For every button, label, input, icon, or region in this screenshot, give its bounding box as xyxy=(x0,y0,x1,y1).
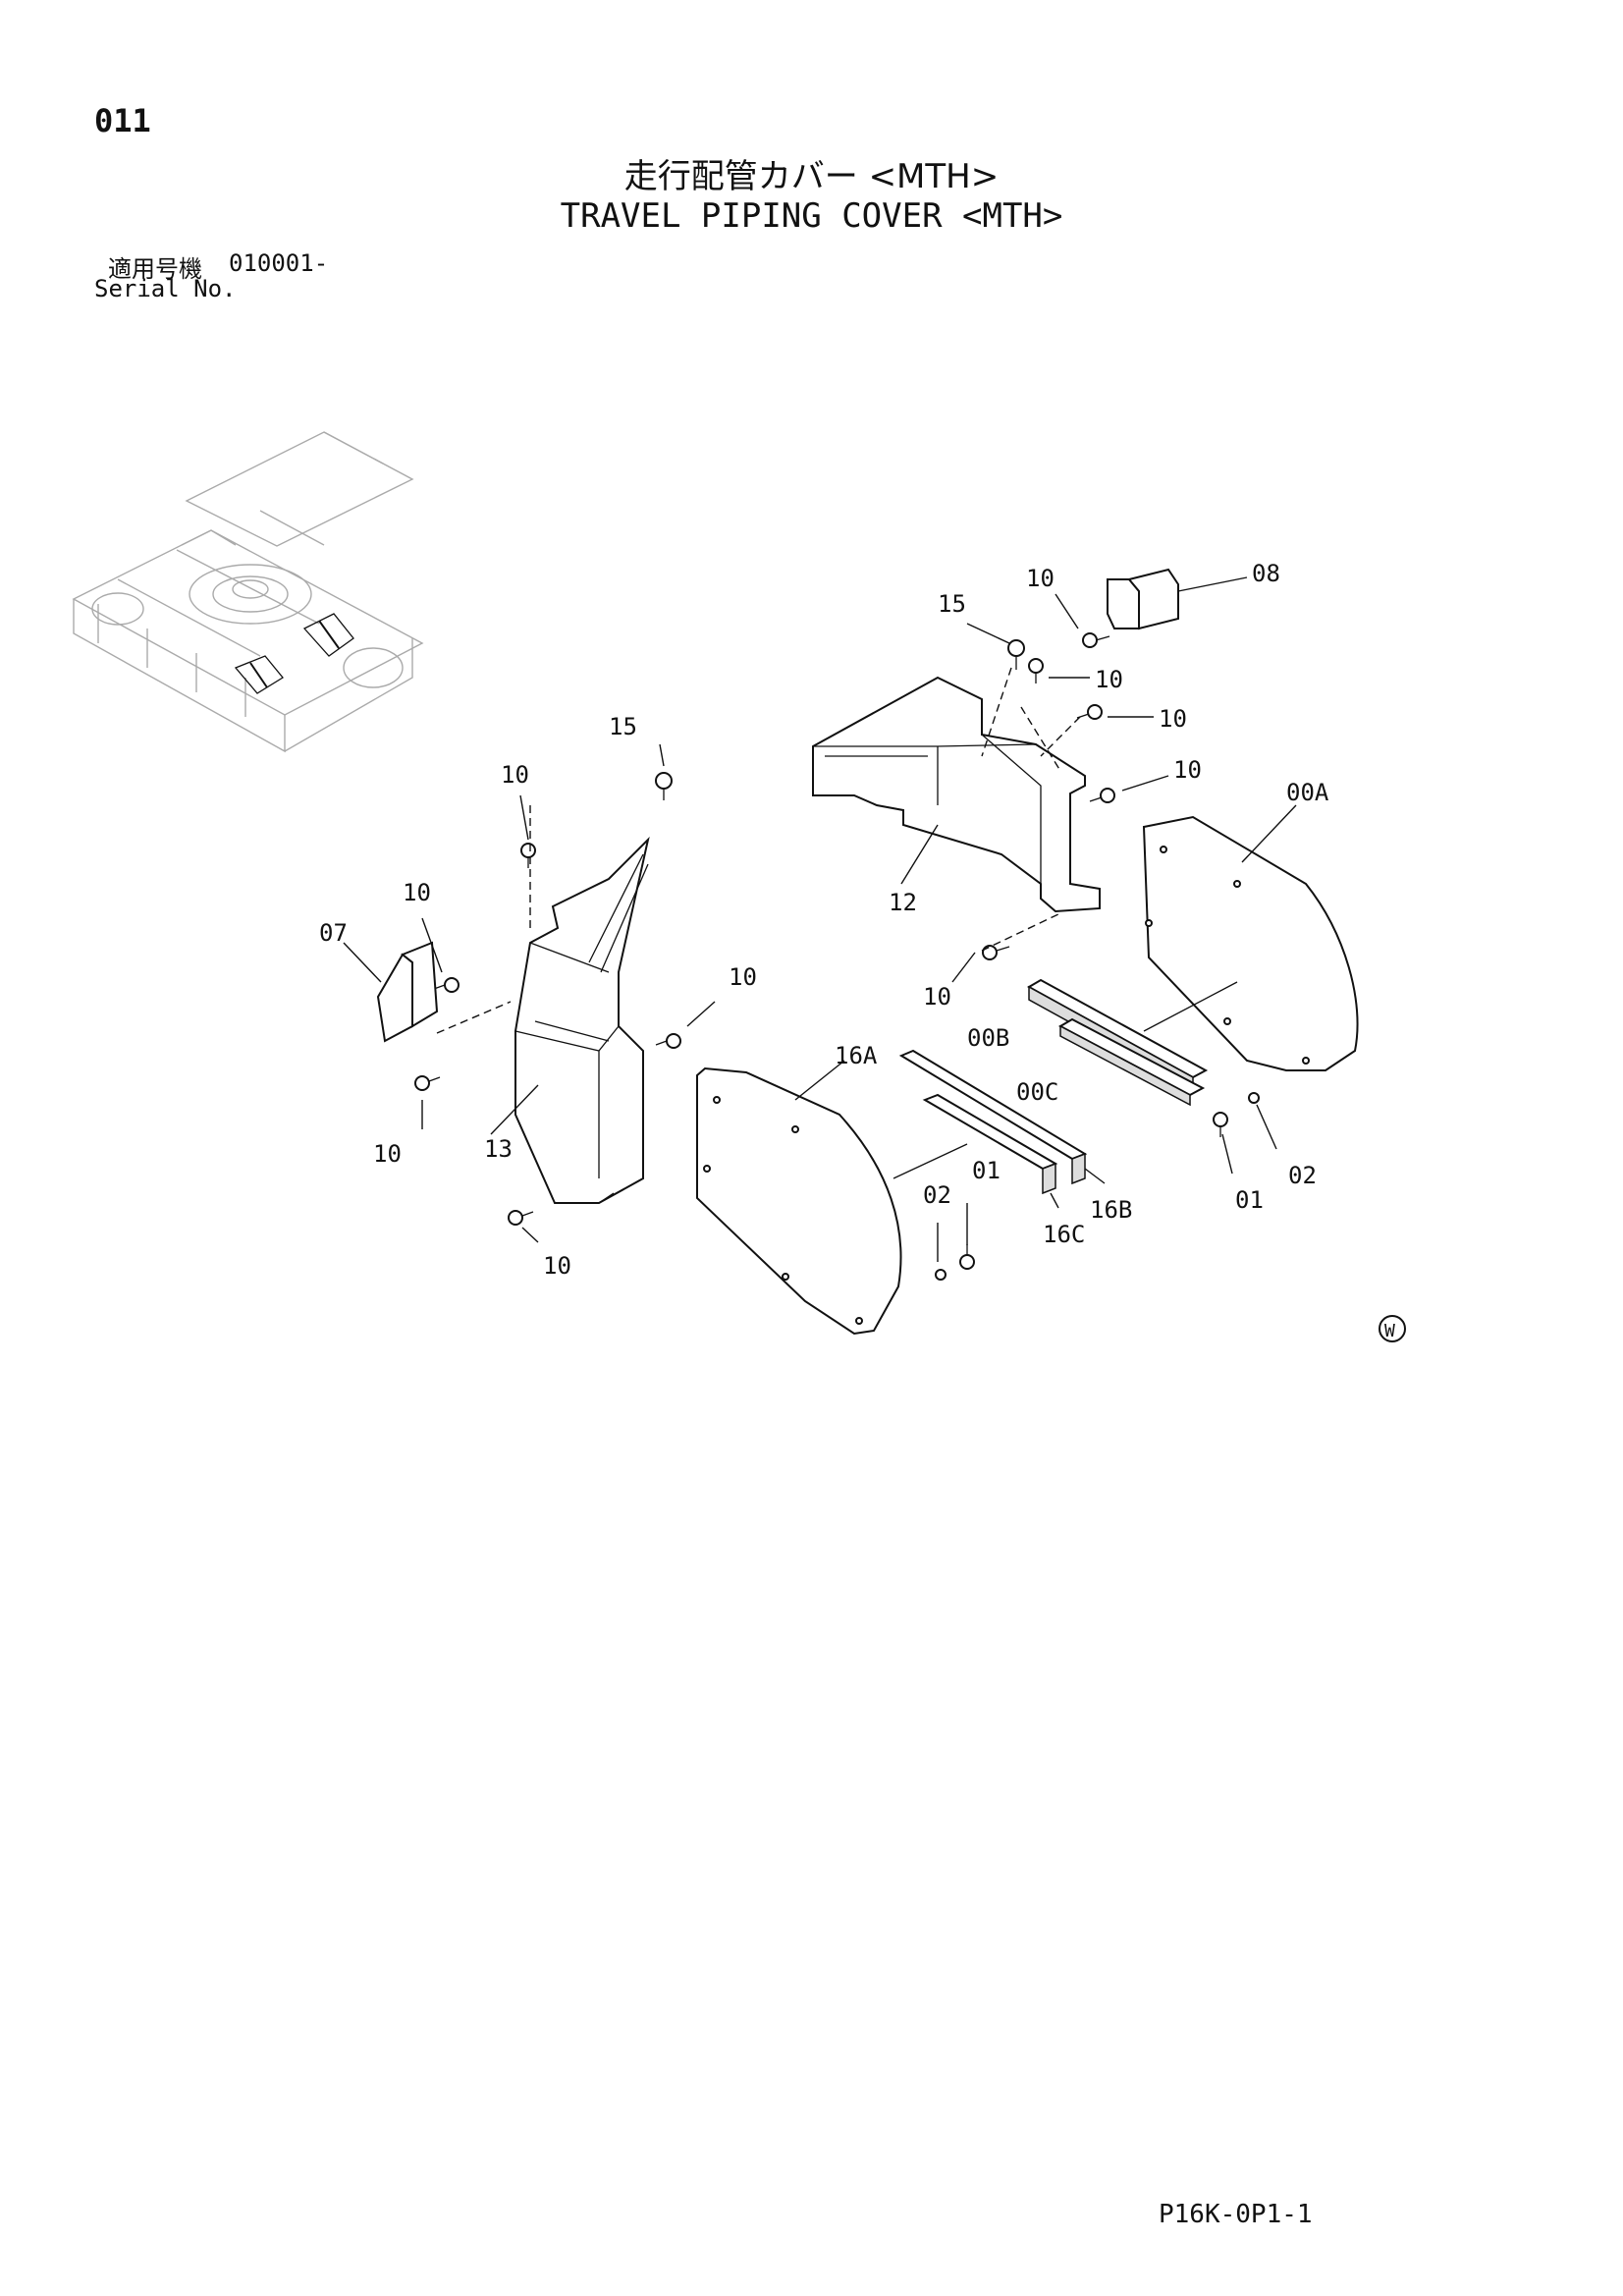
serial-label-japanese: 適用号機 xyxy=(108,255,202,283)
part-00B-strip xyxy=(1026,978,1209,1092)
callout-07: 07 xyxy=(319,919,348,947)
part-00A-plate xyxy=(1142,804,1359,1071)
leader-lines xyxy=(421,593,1277,1262)
part-16C-strip xyxy=(922,1093,1059,1209)
callout-10: 10 xyxy=(1095,666,1123,693)
part-12-cover xyxy=(812,667,1101,952)
callout-10: 10 xyxy=(1159,705,1187,733)
title-japanese: 走行配管カバー <MTH> xyxy=(623,157,1000,196)
drawing-code: P16K-0P1-1 xyxy=(1159,2200,1313,2229)
callout-16A: 16A xyxy=(835,1042,878,1069)
callout-labels: 08 10 15 10 10 10 00A 12 15 10 10 07 10 … xyxy=(319,560,1329,1280)
callout-00A: 00A xyxy=(1286,779,1329,806)
serial-number-value: 010001- xyxy=(229,249,329,277)
part-00C-strip xyxy=(1057,1017,1206,1107)
callout-10: 10 xyxy=(403,879,431,906)
callout-02: 02 xyxy=(1288,1162,1317,1189)
callout-00C: 00C xyxy=(1016,1078,1058,1106)
callout-01: 01 xyxy=(1235,1186,1264,1214)
w-mark-letter: W xyxy=(1384,1321,1395,1341)
part-16A-plate xyxy=(696,1060,968,1336)
part-08-bracket xyxy=(1107,568,1248,630)
callout-10: 10 xyxy=(923,983,951,1011)
bolts xyxy=(414,632,1260,1281)
callout-12: 12 xyxy=(889,889,917,916)
callout-10: 10 xyxy=(1173,756,1202,784)
title-english: TRAVEL PIPING COVER <MTH> xyxy=(560,196,1063,236)
callout-10: 10 xyxy=(373,1140,402,1168)
callout-08: 08 xyxy=(1252,560,1280,587)
callout-02: 02 xyxy=(923,1181,951,1209)
part-16B-strip xyxy=(898,1049,1106,1185)
circled-w-mark: W xyxy=(1379,1315,1406,1342)
callout-16B: 16B xyxy=(1090,1196,1132,1224)
callout-15: 15 xyxy=(609,713,637,740)
part-13-cover xyxy=(490,805,650,1204)
callout-10: 10 xyxy=(543,1252,571,1280)
part-07-bracket xyxy=(343,941,512,1043)
callout-10: 10 xyxy=(1026,565,1055,592)
callout-10: 10 xyxy=(501,761,529,789)
callout-15: 15 xyxy=(938,590,966,618)
callout-16C: 16C xyxy=(1043,1221,1085,1248)
page-number: 011 xyxy=(94,102,151,139)
callout-00B: 00B xyxy=(967,1024,1009,1052)
callout-13: 13 xyxy=(484,1135,513,1163)
serial-label-english: Serial No. xyxy=(94,275,237,302)
callout-01: 01 xyxy=(972,1157,1001,1184)
machine-overview-illustration xyxy=(72,431,424,753)
callout-10: 10 xyxy=(729,963,757,991)
